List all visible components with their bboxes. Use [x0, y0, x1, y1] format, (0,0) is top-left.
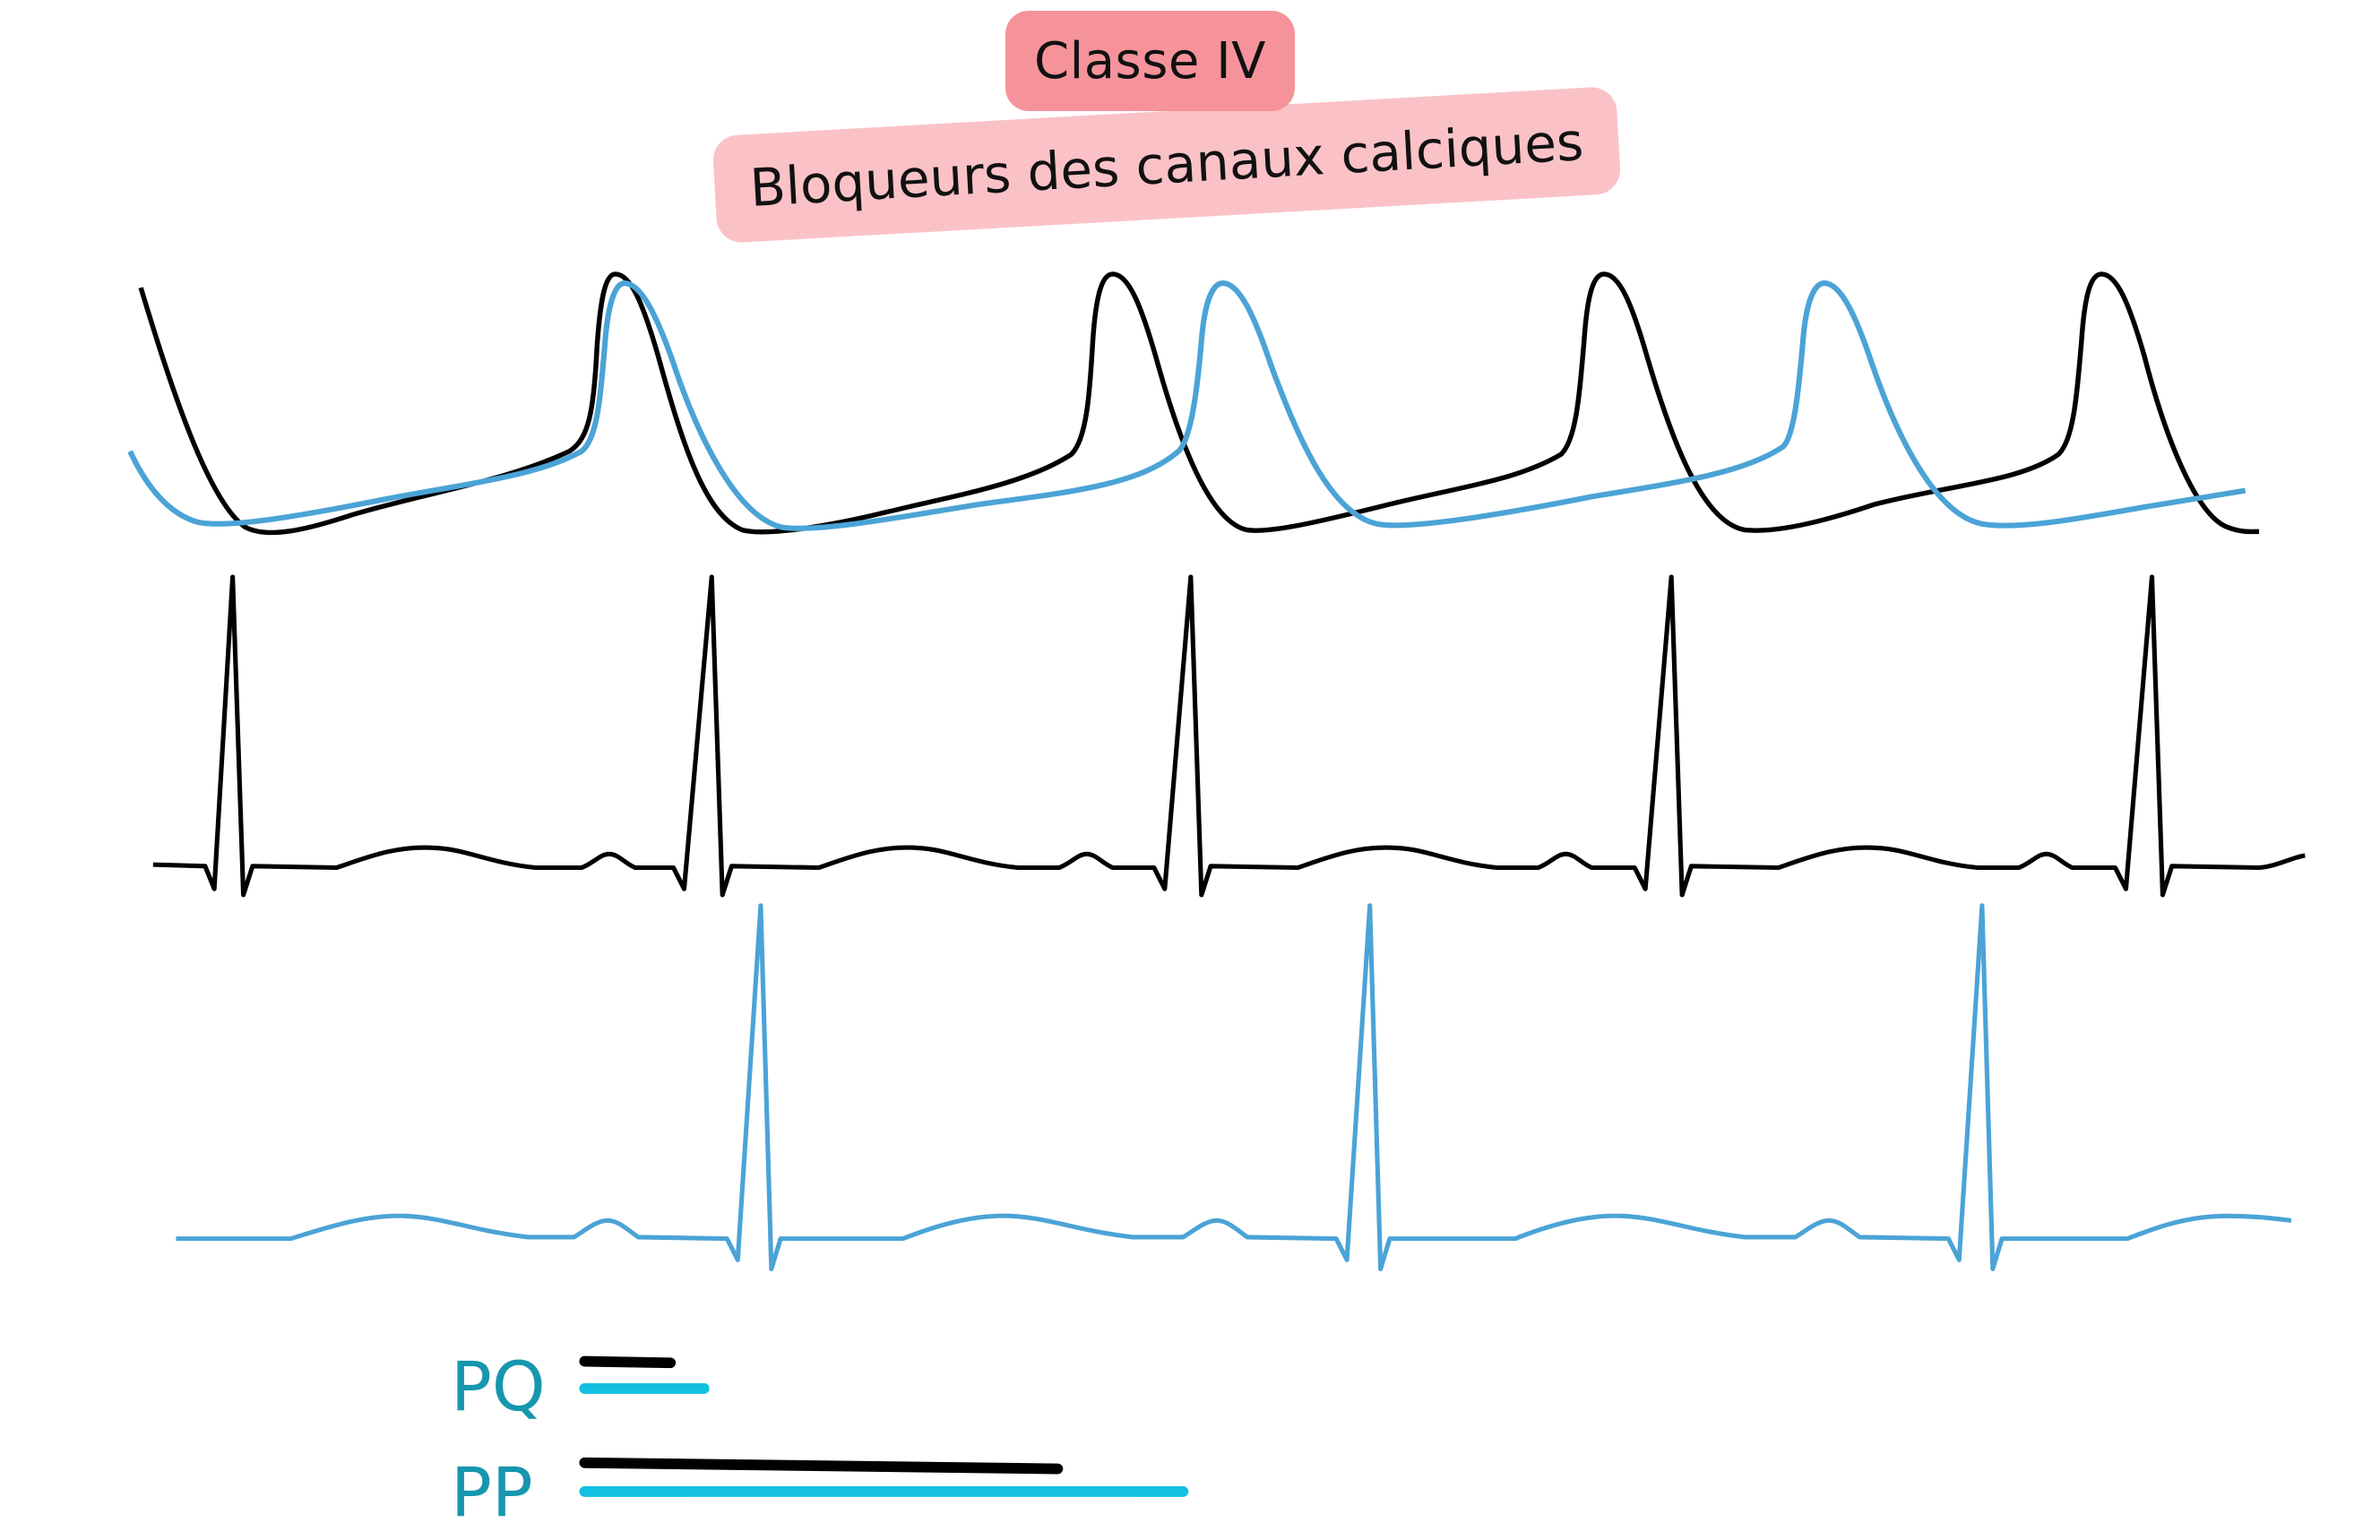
ecg-drug — [176, 903, 2292, 1271]
class-label: Classe IV — [1034, 31, 1266, 90]
legend-label-pp: PP — [451, 1452, 533, 1532]
pp-baseline-bar — [579, 1457, 1064, 1475]
ecg-baseline — [152, 574, 2306, 898]
pq-baseline-bar — [579, 1355, 677, 1369]
action-potential-baseline — [138, 271, 2260, 536]
class-label-badge: Classe IV — [1005, 11, 1295, 111]
legend-label-pq: PQ — [451, 1346, 546, 1426]
action-potential-drug — [127, 280, 2246, 531]
